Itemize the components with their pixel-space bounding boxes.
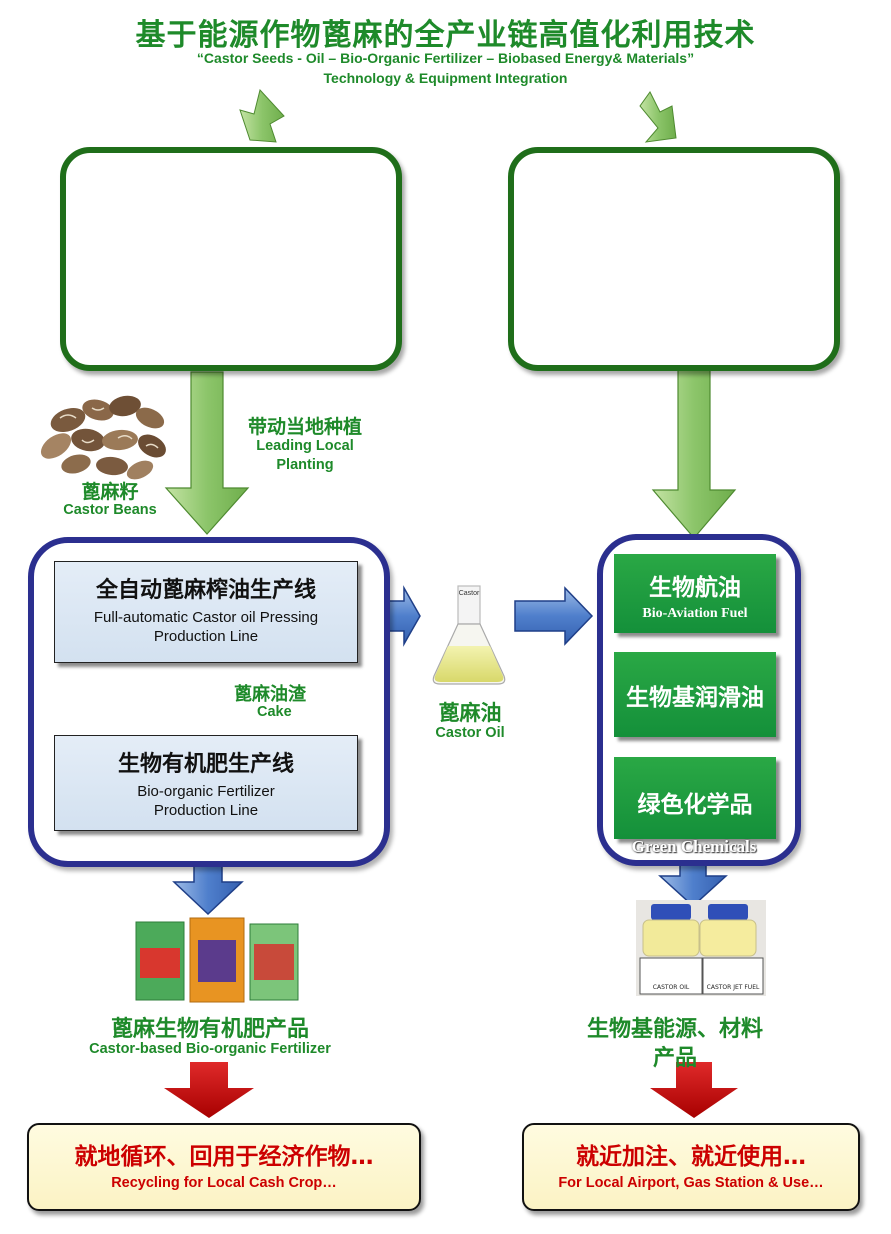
planting-down-arrow (164, 371, 250, 535)
castor-beans-label-cn: 蓖麻籽 (81, 481, 139, 503)
fertilizer-line-en-line1: Bio-organic Fertilizer (137, 783, 275, 800)
product-bio-aviation-fuel-cn: 生物航油 (649, 575, 741, 601)
castor-oil-label-cn: 蓖麻油 (438, 701, 502, 725)
product-bio-aviation-fuel-en: Bio-Aviation Fuel (642, 606, 748, 621)
top-right-image-box (508, 147, 840, 371)
oil-pressing-line-en-line1: Full-automatic Castor oil Pressing (93, 609, 319, 626)
fertilizer-products-image (135, 917, 299, 1003)
outcome-right-cn: 就近加注、就近使用… (576, 1144, 806, 1170)
top-left-image-box (60, 147, 402, 371)
left-red-down-arrow (164, 1062, 254, 1118)
product-green-chemicals: 绿色化学品 (614, 757, 776, 839)
planting-label-cn: 带动当地种植 (247, 416, 362, 438)
castor-oil-flask-image (432, 585, 506, 685)
flask-label: Castor (458, 590, 480, 597)
fertilizer-product-label-en: Castor-based Bio-organic Fertilizer (89, 1041, 331, 1057)
energy-product-label-line2: 产品 (652, 1046, 697, 1071)
fertilizer-line-box: 生物有机肥生产线 Bio-organic Fertilizer Producti… (54, 735, 358, 831)
bottle-label-right: CASTOR JET FUEL (706, 984, 760, 991)
castor-beans-label-en: Castor Beans (63, 502, 157, 518)
fertilizer-line-cn: 生物有机肥生产线 (117, 752, 294, 777)
outcome-left-cn: 就地循环、回用于经济作物… (74, 1144, 374, 1170)
title-english-line2: Technology & Equipment Integration (323, 70, 568, 86)
planting-label-en-line1: Leading Local (256, 438, 354, 454)
energy-product-label-line1: 生物基能源、材料 (586, 1017, 763, 1042)
cake-label-cn: 蓖麻油渣 (234, 684, 306, 705)
to-products-arrow (514, 586, 594, 646)
outcome-right-box: 就近加注、就近使用… For Local Airport, Gas Statio… (522, 1123, 860, 1211)
product-bio-aviation-fuel: 生物航油 Bio-Aviation Fuel (614, 554, 776, 633)
oil-pressing-line-box: 全自动蓖麻榨油生产线 Full-automatic Castor oil Pre… (54, 561, 358, 663)
outcome-left-en: Recycling for Local Cash Crop… (111, 1175, 337, 1191)
bottle-label-left: CASTOR OIL (652, 984, 690, 991)
right-supply-down-arrow (651, 369, 737, 539)
top-left-down-arrow (239, 88, 285, 143)
product-bio-lubricant-cn: 生物基润滑油 (626, 685, 764, 711)
planting-label-en-line2: Planting (276, 457, 334, 473)
castor-oil-label-en: Castor Oil (435, 725, 505, 741)
oil-pressing-line-cn: 全自动蓖麻榨油生产线 (95, 578, 316, 603)
castor-beans-image (40, 395, 166, 480)
fertilizer-line-en-line2: Production Line (153, 802, 259, 819)
fertilizer-product-label-cn: 蓖麻生物有机肥产品 (110, 1017, 309, 1042)
cake-label-en: Cake (257, 704, 292, 720)
energy-products-image (636, 900, 766, 996)
title-english-line1: “Castor Seeds - Oil – Bio-Organic Fertil… (196, 50, 695, 66)
product-green-chemicals-cn: 绿色化学品 (637, 792, 753, 818)
page-title: 基于能源作物蓖麻的全产业链高值化利用技术 (135, 18, 756, 53)
oil-pressing-line-en-line2: Production Line (153, 628, 259, 645)
right-red-down-arrow (650, 1062, 738, 1118)
outcome-right-en: For Local Airport, Gas Station & Use… (558, 1175, 824, 1191)
product-bio-lubricant: 生物基润滑油 (614, 652, 776, 737)
product-green-chemicals-en: Green Chemicals (631, 837, 757, 856)
outcome-left-box: 就地循环、回用于经济作物… Recycling for Local Cash C… (27, 1123, 421, 1211)
top-right-down-arrow (639, 91, 677, 143)
